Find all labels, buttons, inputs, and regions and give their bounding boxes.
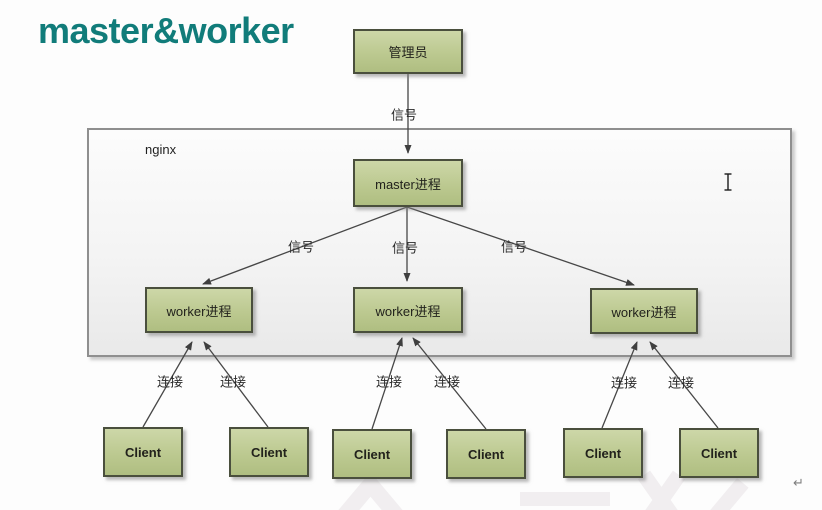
return-icon: ↵	[793, 475, 804, 490]
text-cursor-icon	[722, 172, 734, 197]
edge-label-signal-worker-3: 信号	[500, 239, 528, 255]
edge-label-connect-3: 连接	[375, 374, 403, 390]
node-master: master进程	[353, 159, 463, 207]
edge-label-connect-5: 连接	[610, 375, 638, 391]
edge-label-signal-worker-1: 信号	[287, 239, 315, 255]
edge-label-connect-6: 连接	[667, 375, 695, 391]
node-client-5: Client	[563, 428, 643, 478]
node-worker-2: worker进程	[353, 287, 463, 333]
nginx-container-label: nginx	[145, 142, 177, 157]
node-worker-1: worker进程	[145, 287, 253, 333]
page-title: master&worker	[38, 10, 294, 51]
edge-label-signal-admin: 信号	[390, 107, 418, 123]
edge-label-connect-1: 连接	[156, 374, 184, 390]
edge-label-connect-4: 连接	[433, 374, 461, 390]
node-client-2: Client	[229, 427, 309, 477]
edge-label-signal-worker-2: 信号	[391, 240, 419, 256]
edge-label-connect-2: 连接	[219, 374, 247, 390]
node-admin: 管理员	[353, 29, 463, 74]
node-worker-3: worker进程	[590, 288, 698, 334]
node-client-6: Client	[679, 428, 759, 478]
node-client-4: Client	[446, 429, 526, 479]
node-client-1: Client	[103, 427, 183, 477]
node-client-3: Client	[332, 429, 412, 479]
